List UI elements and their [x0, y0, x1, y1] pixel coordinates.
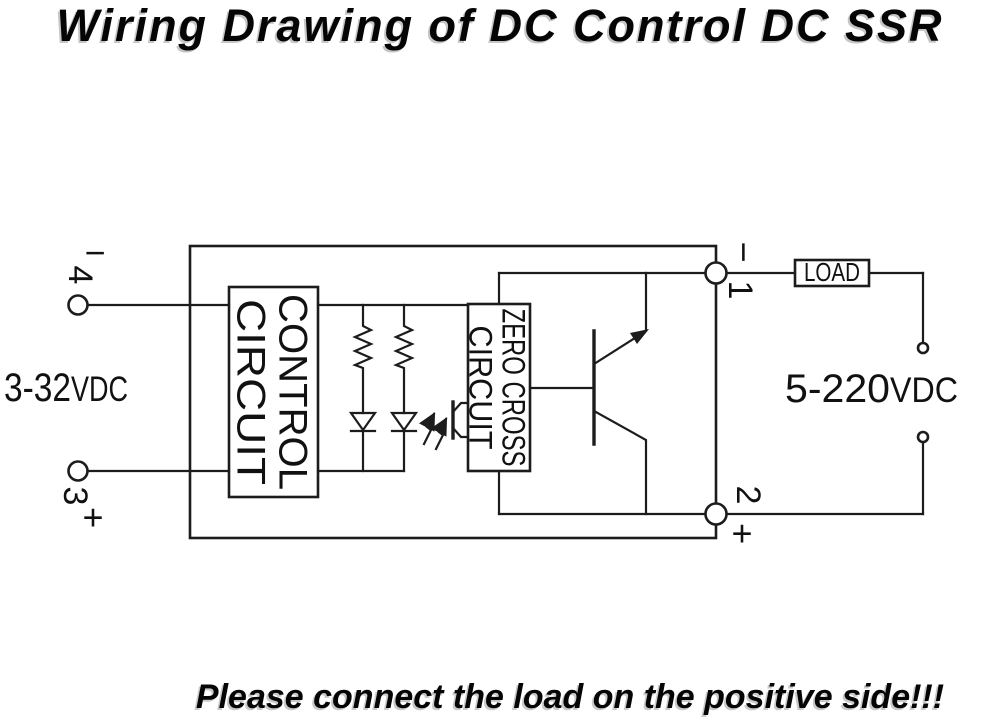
- output-rails: [497, 271, 708, 516]
- diode-1: [348, 411, 378, 432]
- transistor-emitter: [592, 409, 648, 516]
- load-label: LOAD: [804, 257, 860, 287]
- control-box-label-line2: CIRCUIT: [229, 299, 273, 485]
- optocoupler: [418, 400, 470, 451]
- input-branch-1: [348, 303, 378, 473]
- ssr-body-outline: [188, 244, 718, 540]
- control-box-label-line1: CONTROL: [271, 294, 315, 490]
- dc-source-terminal-bottom: [916, 430, 930, 444]
- output-voltage-label: 5-220VDC: [785, 367, 958, 411]
- transistor-arrowhead: [630, 329, 649, 344]
- input-branch-2: [389, 303, 419, 473]
- terminal-3: 3 +: [56, 460, 231, 538]
- terminal-4-number: 4: [61, 266, 99, 285]
- output-transistor: [528, 271, 649, 516]
- transistor-collector: [592, 271, 648, 366]
- output-voltage-value: 5-220: [785, 367, 890, 411]
- zero-cross-box: ZERO CROSS CIRCUIT: [463, 271, 532, 516]
- output-voltage-unit: VDC: [890, 371, 958, 410]
- terminal-2: 2 +: [704, 486, 925, 554]
- input-voltage-label: 3-32VDC: [4, 366, 128, 410]
- light-arrow-2: [430, 417, 448, 451]
- page-title: Wiring Drawing of DC Control DC SSR: [56, 0, 944, 51]
- terminal-2-number: 2: [729, 486, 767, 505]
- input-voltage-value: 3-32: [4, 366, 71, 410]
- light-arrow-1: [418, 412, 436, 446]
- terminal-3-number: 3: [56, 487, 94, 506]
- terminal-1-number: 1: [721, 281, 759, 300]
- input-voltage-unit: VDC: [71, 370, 128, 409]
- inner-rails: [316, 303, 470, 473]
- dc-source-terminal-top: [916, 341, 930, 355]
- terminal-3-polarity: +: [82, 497, 103, 538]
- resistor-2: [393, 303, 415, 415]
- terminal-1-polarity: −: [724, 241, 765, 262]
- terminal-4-polarity: −: [84, 232, 105, 273]
- footer-note: Please connect the load on the positive …: [195, 678, 945, 716]
- load-circuit: LOAD: [793, 257, 930, 516]
- resistor-1: [352, 303, 374, 415]
- terminal-1: 1 −: [704, 241, 797, 300]
- terminal-4: 4 −: [61, 232, 231, 316]
- zero-cross-label-line1: ZERO CROSS: [496, 309, 532, 467]
- diode-2: [389, 411, 419, 432]
- terminal-2-polarity: +: [731, 513, 752, 554]
- control-circuit-box: CONTROL CIRCUIT: [227, 285, 320, 499]
- zero-cross-label-line2: CIRCUIT: [463, 326, 499, 450]
